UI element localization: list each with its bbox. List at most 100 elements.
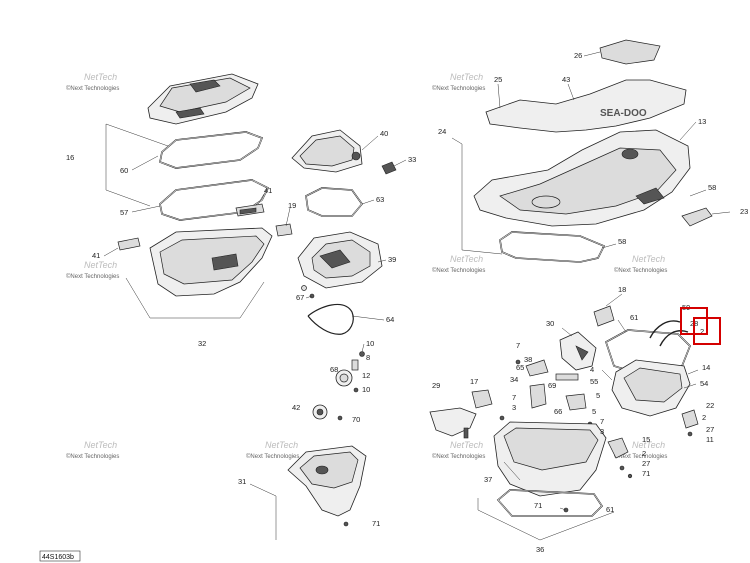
part-label-30: 30 (546, 319, 554, 328)
knob-assembly-68 (335, 351, 365, 393)
part-label-8: 8 (366, 353, 370, 362)
part-label-4: 4 (590, 365, 594, 374)
part-label-65: 65 (516, 363, 524, 372)
part-label-5: 5 (596, 391, 600, 400)
watermark-text: ©Next Technologies (432, 453, 485, 460)
gasket-part-63 (305, 187, 364, 217)
part-label-14: 14 (702, 363, 710, 372)
part-label-60: 60 (120, 166, 128, 175)
part-label-39: 39 (388, 255, 396, 264)
part-label-3: 3 (512, 403, 516, 412)
watermark-logo: NetTech (632, 254, 665, 264)
watermark-text: ©Next Technologies (246, 453, 299, 460)
part-label-26: 26 (574, 51, 582, 60)
part-label-10b: 10 (362, 385, 370, 394)
gasket-part-58 (499, 231, 606, 263)
watermark-logo: NetTech (450, 440, 483, 450)
part-label-23: 23 (740, 207, 748, 216)
part-label-54: 54 (700, 379, 708, 388)
part-label-7b: 7 (512, 393, 516, 402)
lid-seal-57 (159, 179, 270, 221)
watermark-text: ©Next Technologies (614, 267, 667, 274)
frame-part-61 (605, 329, 691, 375)
part-label-12: 12 (362, 371, 370, 380)
part-label-61: 61 (630, 313, 638, 322)
part-label-7c: 7 (600, 417, 604, 426)
part-label-58b: 58 (618, 237, 626, 246)
door-part-40 (291, 129, 363, 173)
part-label-41: 41 (264, 186, 272, 195)
watermark-logo: NetTech (265, 440, 298, 450)
watermark-text: ©Next Technologies (66, 273, 119, 280)
part-label-29: 29 (432, 381, 440, 390)
part-label-63: 63 (376, 195, 384, 204)
lid-seal-60 (159, 131, 264, 169)
lid-cover-part (147, 73, 259, 125)
svg-text:SEA-DOO: SEA-DOO (600, 108, 647, 119)
part-label-27: 27 (706, 425, 714, 434)
clip-part-33 (381, 161, 397, 175)
latch-part-41 (235, 203, 265, 217)
part-label-37: 37 (484, 475, 492, 484)
part-label-15: 15 (642, 435, 650, 444)
watermark-text: ©Next Technologies (432, 85, 485, 92)
watermark-logo: NetTech (84, 260, 117, 270)
part-label-71c: 71 (534, 501, 542, 510)
deck-mat-part-43: SEA-DOO (485, 79, 687, 133)
lid-part-30 (559, 331, 597, 371)
group-line-36 (477, 498, 615, 541)
watermark-logo: NetTech (84, 72, 117, 82)
part-label-70: 70 (352, 415, 360, 424)
group-line-32 (125, 277, 265, 319)
part-label-19: 19 (288, 201, 296, 210)
part-label-71: 71 (372, 519, 380, 528)
deck-part-13 (473, 129, 691, 227)
part-label-33: 33 (408, 155, 416, 164)
part-label-61b: 61 (606, 505, 614, 514)
frame-part-39 (297, 231, 383, 289)
part-label-41b: 41 (92, 251, 100, 260)
part-label-3b: 3 (600, 427, 604, 436)
watermark-text: ©Next Technologies (432, 267, 485, 274)
part-label-31: 31 (238, 477, 246, 486)
watermark-logo: NetTech (450, 72, 483, 82)
part-label-57: 57 (120, 208, 128, 217)
small-parts-67 (301, 285, 315, 299)
latch-part-18 (593, 305, 615, 327)
part-label-58: 58 (708, 183, 716, 192)
part-label-17: 17 (470, 377, 478, 386)
part-label-5b: 5 (592, 407, 596, 416)
part-label-64: 64 (386, 315, 394, 324)
part-label-2: 2 (700, 327, 704, 336)
watermark-logo: NetTech (84, 440, 117, 450)
seal-part-61-bottom (496, 489, 604, 517)
part-label-2c: 2 (642, 449, 646, 458)
bracket-part-22 (681, 409, 699, 437)
part-label-24: 24 (438, 127, 446, 136)
watermark-text: ©Next Technologies (66, 453, 119, 460)
diagram-code-box: 44S1603b (39, 550, 81, 562)
part-label-10: 10 (366, 339, 374, 348)
watermark-text: ©Next Technologies (66, 85, 119, 92)
hinge-part-15 (607, 437, 633, 479)
highlight-box-2[interactable] (693, 317, 721, 345)
part-labels: 16 60 57 41 19 41 32 40 33 63 39 67 64 1… (66, 51, 748, 554)
storage-bin-part-31 (287, 445, 367, 527)
hatch-bin-part-14 (611, 359, 691, 417)
part-label-22: 22 (706, 401, 714, 410)
small-parts-right-mid (471, 359, 593, 427)
watermark-logo: NetTech (632, 440, 665, 450)
part-label-32: 32 (198, 339, 206, 348)
part-label-43: 43 (562, 75, 570, 84)
part-label-40: 40 (380, 129, 388, 138)
part-label-69: 69 (548, 381, 556, 390)
part-label-34: 34 (510, 375, 518, 384)
group-line-16 (105, 123, 169, 207)
part-label-7: 7 (516, 341, 520, 350)
knob-part-42 (312, 404, 343, 421)
part-label-18: 18 (618, 285, 626, 294)
storage-bin-part-37 (493, 421, 607, 497)
tray-part-29 (429, 407, 477, 439)
